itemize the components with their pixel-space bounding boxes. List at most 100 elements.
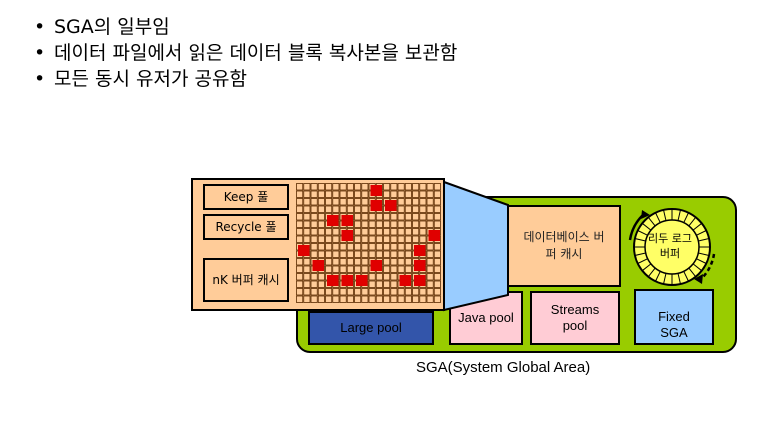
buffer-block xyxy=(433,258,441,266)
buffer-block xyxy=(433,280,441,288)
buffer-block xyxy=(332,265,340,273)
buffer-block xyxy=(397,198,405,206)
buffer-block xyxy=(419,205,427,213)
buffer-block xyxy=(346,288,354,296)
dirty-buffer-block xyxy=(370,200,382,211)
buffer-block xyxy=(404,213,412,221)
redo-segment xyxy=(688,267,697,278)
buffer-block xyxy=(317,280,325,288)
buffer-block xyxy=(325,190,333,198)
dirty-buffer-block xyxy=(414,260,426,271)
buffer-block xyxy=(390,213,398,221)
buffer-block xyxy=(412,190,420,198)
dirty-buffer-block xyxy=(341,230,353,241)
dirty-buffer-block xyxy=(341,275,353,286)
buffer-block xyxy=(303,273,311,281)
buffer-block xyxy=(354,235,362,243)
buffer-block xyxy=(361,295,369,303)
buffer-block xyxy=(433,220,441,228)
buffer-block xyxy=(325,183,333,191)
buffer-block xyxy=(397,228,405,236)
buffer-block xyxy=(354,265,362,273)
buffer-block xyxy=(317,235,325,243)
buffer-block xyxy=(325,250,333,258)
buffer-block xyxy=(354,198,362,206)
buffer-block xyxy=(404,190,412,198)
buffer-block xyxy=(332,183,340,191)
buffer-block xyxy=(383,243,391,251)
buffer-block xyxy=(296,288,304,296)
buffer-block xyxy=(339,288,347,296)
recycle-pool-label: Recycle 풀 xyxy=(215,219,277,234)
dirty-buffer-block xyxy=(385,200,397,211)
buffer-block xyxy=(317,220,325,228)
buffer-block xyxy=(375,273,383,281)
buffer-block xyxy=(368,220,376,228)
buffer-block xyxy=(317,228,325,236)
buffer-block xyxy=(339,250,347,258)
database-buffer-cache: 데이터베이스 버퍼 캐시 xyxy=(507,205,621,287)
buffer-block-grid xyxy=(296,183,441,303)
buffer-block xyxy=(361,265,369,273)
buffer-block xyxy=(361,228,369,236)
buffer-block xyxy=(383,228,391,236)
buffer-block xyxy=(426,243,434,251)
buffer-block xyxy=(390,243,398,251)
buffer-block xyxy=(296,190,304,198)
redo-segment xyxy=(655,271,661,282)
dirty-buffer-block xyxy=(370,185,382,196)
redo-segment xyxy=(677,273,681,285)
redo-segment xyxy=(683,212,689,223)
redo-log-ring-icon xyxy=(628,208,716,286)
buffer-block xyxy=(346,243,354,251)
buffer-block xyxy=(383,220,391,228)
buffer-block xyxy=(317,190,325,198)
buffer-block xyxy=(419,295,427,303)
redo-segment xyxy=(641,222,652,231)
buffer-block xyxy=(404,288,412,296)
buffer-block xyxy=(303,205,311,213)
buffer-block xyxy=(310,190,318,198)
recycle-pool: Recycle 풀 xyxy=(203,214,289,240)
keep-pool-label: Keep 풀 xyxy=(223,189,269,204)
dirty-buffer-block xyxy=(341,215,353,226)
buffer-block xyxy=(325,288,333,296)
buffer-block xyxy=(361,220,369,228)
buffer-block xyxy=(303,265,311,273)
buffer-block xyxy=(339,205,347,213)
redo-segment xyxy=(692,263,703,272)
buffer-block xyxy=(339,183,347,191)
dirty-buffer-block xyxy=(414,245,426,256)
buffer-block xyxy=(426,220,434,228)
buffer-block xyxy=(310,273,318,281)
buffer-block xyxy=(303,213,311,221)
buffer-block xyxy=(310,243,318,251)
buffer-block xyxy=(375,295,383,303)
buffer-block xyxy=(433,288,441,296)
buffer-block xyxy=(332,190,340,198)
buffer-block xyxy=(426,273,434,281)
bullet-text: 모든 동시 유저가 공유함 xyxy=(54,68,247,90)
buffer-block xyxy=(383,183,391,191)
buffer-block xyxy=(310,250,318,258)
buffer-block xyxy=(375,220,383,228)
buffer-block xyxy=(404,220,412,228)
buffer-block xyxy=(375,235,383,243)
buffer-block xyxy=(303,280,311,288)
java-pool-label: Java pool xyxy=(458,310,514,325)
buffer-block xyxy=(317,205,325,213)
buffer-block xyxy=(346,295,354,303)
buffer-block xyxy=(332,235,340,243)
buffer-block xyxy=(317,288,325,296)
buffer-block xyxy=(368,280,376,288)
bullet-list: •SGA의 일부임 •데이터 파일에서 읽은 데이터 블록 복사본을 보관함 •… xyxy=(34,14,457,92)
buffer-block xyxy=(361,258,369,266)
buffer-block xyxy=(354,190,362,198)
buffer-block xyxy=(310,288,318,296)
buffer-block xyxy=(426,288,434,296)
streams-pool: Streams pool xyxy=(530,291,620,345)
buffer-block xyxy=(361,198,369,206)
buffer-block xyxy=(354,228,362,236)
buffer-block xyxy=(426,258,434,266)
buffer-block xyxy=(310,220,318,228)
